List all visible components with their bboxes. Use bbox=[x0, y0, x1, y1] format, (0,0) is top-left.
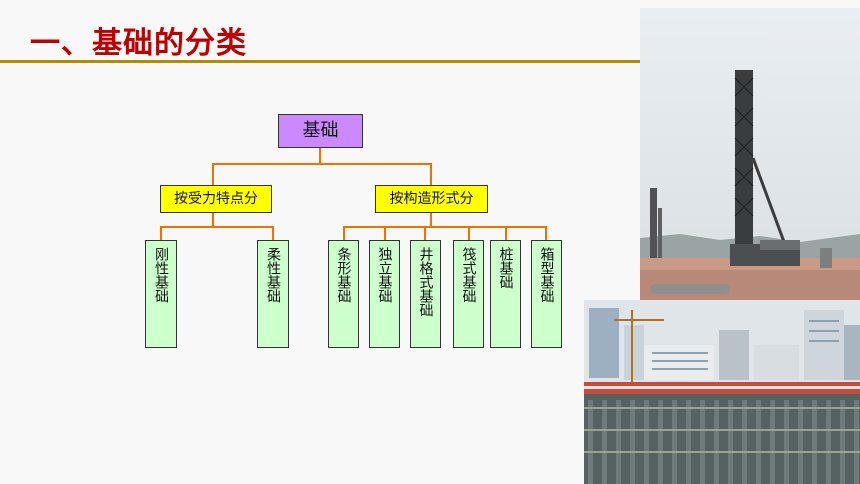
connector-leaf-grid bbox=[424, 226, 426, 240]
connector-leaf-strip bbox=[343, 226, 345, 240]
slide-title: 一、基础的分类 bbox=[30, 26, 247, 61]
pile-driving-rig-image bbox=[640, 8, 860, 300]
connector-leaf-raft bbox=[468, 226, 470, 240]
connector-group2-down bbox=[430, 213, 432, 227]
tree-leaf-grid-foundation: 井格式基础 bbox=[410, 240, 441, 348]
tree-leaf-flexible-foundation: 柔性基础 bbox=[257, 240, 289, 348]
tree-group-by-form: 按构造形式分 bbox=[375, 185, 488, 213]
connector-leaf-isolated bbox=[384, 226, 386, 240]
foundation-pit-image bbox=[584, 300, 860, 484]
title-divider bbox=[0, 60, 640, 63]
connector-leaf-flexible bbox=[272, 226, 274, 240]
tree-root-node: 基础 bbox=[278, 114, 363, 148]
foundation-pit-photo bbox=[584, 300, 860, 484]
connector-leaf-pile bbox=[505, 226, 507, 240]
connector-level1-horizontal bbox=[212, 163, 432, 165]
tree-group-by-load: 按受力特点分 bbox=[160, 185, 272, 213]
connector-root-down bbox=[319, 148, 321, 164]
tree-leaf-isolated-foundation: 独立基础 bbox=[369, 240, 400, 348]
tree-leaf-pile-foundation: 桩基础 bbox=[490, 240, 521, 348]
connector-group2-up bbox=[430, 163, 432, 187]
tree-leaf-box-foundation: 箱型基础 bbox=[531, 240, 562, 348]
tree-leaf-raft-foundation: 筏式基础 bbox=[453, 240, 484, 348]
tree-leaf-rigid-foundation: 刚性基础 bbox=[145, 240, 177, 348]
connector-group1-horizontal bbox=[160, 226, 274, 228]
connector-group2-horizontal bbox=[343, 226, 547, 228]
connector-group1-down bbox=[212, 213, 214, 227]
tree-leaf-strip-foundation: 条形基础 bbox=[328, 240, 359, 348]
connector-group1-up bbox=[212, 163, 214, 187]
pile-driving-rig-photo bbox=[640, 8, 860, 300]
connector-leaf-box bbox=[545, 226, 547, 240]
connector-leaf-rigid bbox=[160, 226, 162, 240]
